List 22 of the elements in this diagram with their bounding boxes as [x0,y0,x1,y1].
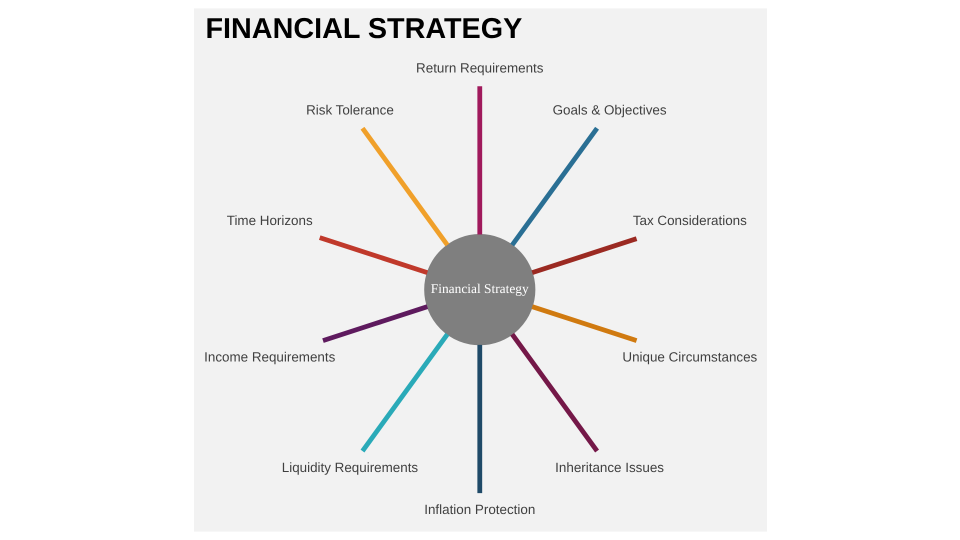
node-text: Inflation Protection [424,502,535,518]
node-text: Inheritance Issues [554,460,664,475]
node-circle: Financial Strategy [424,234,535,346]
connector [322,304,428,343]
connector [531,236,637,275]
connector [318,235,428,275]
connector [476,344,482,494]
node-text: Unique Circumstances [622,349,757,364]
connector [360,126,449,246]
node-text: Time Horizons [226,212,312,228]
node-text: Liquidity Requirements [281,460,418,475]
connector [360,332,449,452]
node-text: Goals & Objectives [552,102,666,118]
connector [476,86,482,234]
node-text: Income Requirements [204,349,335,364]
connector [510,332,598,452]
connector [510,126,598,246]
connector [531,304,637,343]
diagram-title: FINANCIAL STRATEGY [205,13,522,46]
node-text: Return Requirements [416,60,543,76]
node-text: Risk Tolerance [306,102,394,118]
node-text: Tax Considerations [632,212,746,228]
